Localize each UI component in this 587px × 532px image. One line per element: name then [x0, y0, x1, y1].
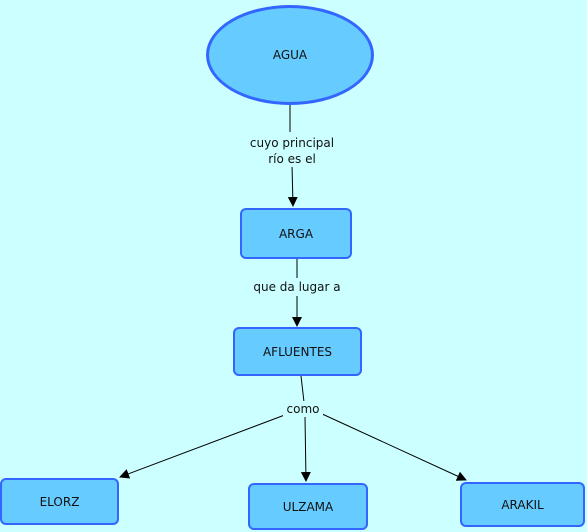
link-label-agua-arga: cuyo principal río es el: [244, 135, 340, 167]
node-elorz-label: ELORZ: [39, 494, 80, 509]
edge-label-to-arakil: [319, 412, 467, 481]
node-afluentes[interactable]: AFLUENTES: [233, 327, 362, 376]
node-elorz[interactable]: ELORZ: [0, 478, 119, 525]
link-label-text: como: [286, 402, 320, 416]
node-arga-label: ARGA: [278, 226, 314, 241]
link-label-line-2: río es el: [268, 152, 316, 166]
link-label-text: que da lugar a: [253, 280, 341, 294]
link-label-como: como: [283, 401, 323, 417]
node-ulzama[interactable]: ULZAMA: [248, 483, 368, 530]
edge-label-to-arga: [287, 164, 298, 207]
node-arakil-label: ARAKIL: [501, 497, 544, 512]
edge-label-to-elorz: [119, 412, 291, 479]
node-agua[interactable]: AGUA: [206, 5, 374, 105]
node-arga[interactable]: ARGA: [240, 208, 352, 259]
node-arakil[interactable]: ARAKIL: [460, 482, 585, 527]
link-label-line-1: cuyo principal: [249, 136, 335, 150]
node-agua-label: AGUA: [272, 48, 308, 62]
node-afluentes-label: AFLUENTES: [262, 344, 333, 359]
edge-label-to-ulzama: [300, 415, 311, 482]
node-ulzama-label: ULZAMA: [282, 499, 334, 514]
link-label-arga-afluentes: que da lugar a: [247, 279, 347, 295]
edge-afluentes-to-label: [300, 375, 305, 403]
